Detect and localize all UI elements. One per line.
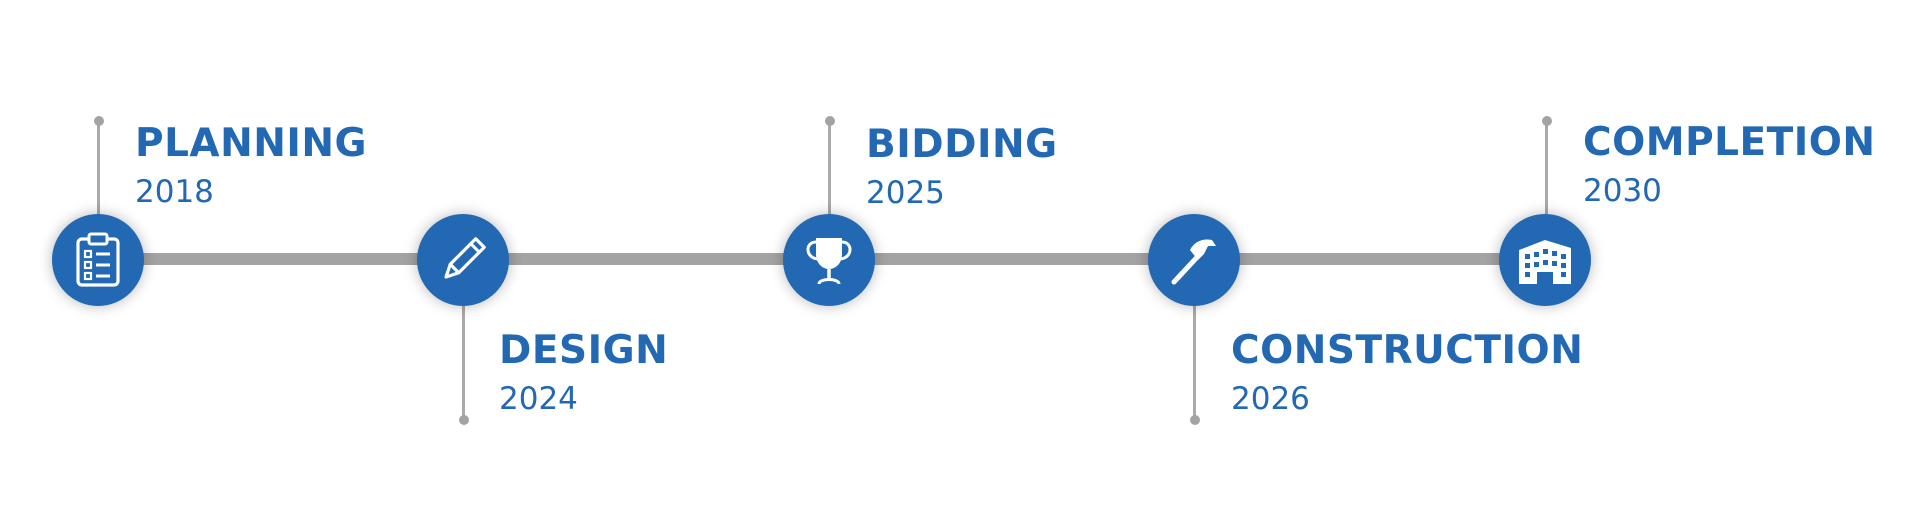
stem-completion bbox=[1545, 121, 1548, 217]
milestone-label-construction: CONSTRUCTION 2026 bbox=[1231, 331, 1583, 415]
stem-dot-design bbox=[459, 415, 469, 425]
stem-dot-bidding bbox=[825, 116, 835, 126]
milestone-year: 2018 bbox=[135, 174, 214, 210]
milestone-title: PLANNING bbox=[135, 121, 368, 166]
milestone-label-bidding: BIDDING 2025 bbox=[866, 125, 1058, 209]
trophy-icon bbox=[799, 232, 859, 288]
milestone-node-completion bbox=[1499, 214, 1591, 306]
milestone-title: DESIGN bbox=[499, 328, 669, 373]
milestone-year: 2024 bbox=[499, 381, 578, 417]
clipboard-checklist-icon bbox=[72, 232, 124, 288]
milestone-title: CONSTRUCTION bbox=[1231, 328, 1584, 373]
hammer-icon bbox=[1166, 232, 1222, 288]
milestone-label-completion: COMPLETION 2030 bbox=[1583, 123, 1876, 207]
stem-dot-construction bbox=[1190, 415, 1200, 425]
stem-design bbox=[462, 300, 465, 418]
stem-planning bbox=[97, 121, 100, 217]
milestone-year: 2025 bbox=[866, 175, 945, 211]
milestone-node-construction bbox=[1148, 214, 1240, 306]
milestone-year: 2030 bbox=[1583, 173, 1662, 209]
milestone-year: 2026 bbox=[1231, 381, 1310, 417]
building-icon bbox=[1515, 232, 1575, 288]
milestone-title: COMPLETION bbox=[1583, 120, 1876, 165]
milestone-node-planning bbox=[52, 214, 144, 306]
milestone-title: BIDDING bbox=[866, 122, 1058, 167]
milestone-label-planning: PLANNING 2018 bbox=[135, 124, 367, 208]
stem-dot-planning bbox=[94, 116, 104, 126]
milestone-label-design: DESIGN 2024 bbox=[499, 331, 668, 415]
stem-bidding bbox=[828, 121, 831, 217]
stem-dot-completion bbox=[1542, 116, 1552, 126]
milestone-node-bidding bbox=[783, 214, 875, 306]
pencil-icon bbox=[435, 232, 491, 288]
milestone-node-design bbox=[417, 214, 509, 306]
stem-construction bbox=[1193, 300, 1196, 418]
